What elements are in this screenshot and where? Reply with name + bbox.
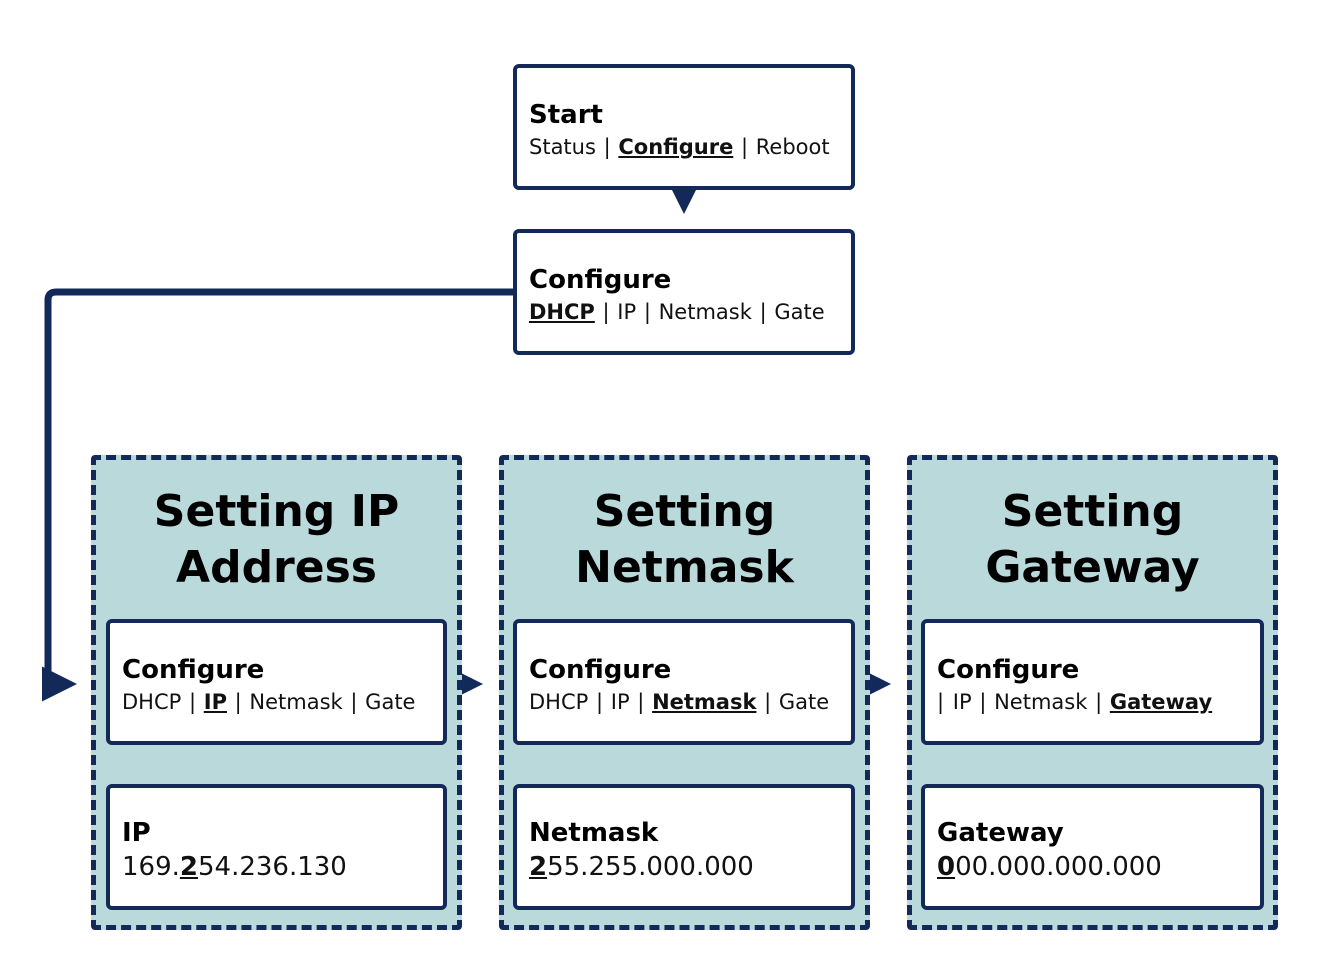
netmask-configure-menu-line: DHCP | IP | Netmask | Gate	[529, 690, 830, 714]
menu-item-ip: IP	[610, 690, 630, 714]
menu-item-dhcp: DHCP	[529, 300, 595, 324]
gateway-configure-menu-line: | IP | Netmask | Gateway	[937, 690, 1213, 714]
menu-item-ip: IP	[203, 690, 227, 714]
panel-title: Setting IP Address	[153, 486, 400, 593]
menu-item-gate: Gate	[778, 690, 830, 714]
configure-menu-line: DHCP | IP | Netmask | Gate	[529, 300, 825, 324]
menu-item-configure: Configure	[618, 135, 734, 159]
menu-item-netmask: Netmask	[658, 300, 752, 324]
start-title: Start	[529, 100, 603, 130]
netmask-value-box: Netmask 255.255.000.000	[513, 784, 855, 910]
ip-configure-title: Configure	[122, 655, 265, 685]
menu-item-netmask: Netmask	[652, 690, 757, 714]
menu-item-ip: IP	[952, 690, 972, 714]
menu-item-gate: Gate	[365, 690, 416, 714]
panel-title: Setting Gateway	[985, 486, 1200, 593]
arrow-configure-to-ip-panel	[42, 288, 514, 702]
cursor-digit: 2	[179, 852, 198, 882]
ip-value: 169.254.236.130	[122, 852, 347, 882]
start-menu-box: Start Status | Configure | Reboot	[513, 64, 855, 190]
menu-item-gate: Gate	[774, 300, 825, 324]
ip-value-title: IP	[122, 818, 151, 848]
configure-title: Configure	[529, 265, 672, 295]
cursor-digit: 2	[529, 852, 548, 882]
gateway-value: 000.000.000.000	[937, 852, 1162, 882]
gateway-configure-title: Configure	[937, 655, 1080, 685]
netmask-value-title: Netmask	[529, 818, 659, 848]
configure-menu-box: Configure DHCP | IP | Netmask | Gate	[513, 229, 855, 355]
cursor-digit: 0	[937, 852, 956, 882]
menu-item-dhcp: DHCP	[529, 690, 589, 714]
menu-item-status: Status	[529, 135, 596, 159]
netmask-value: 255.255.000.000	[529, 852, 754, 882]
menu-item-netmask: Netmask	[994, 690, 1088, 714]
menu-item-netmask: Netmask	[249, 690, 343, 714]
netmask-configure-title: Configure	[529, 655, 672, 685]
menu-item-ip: IP	[617, 300, 637, 324]
ip-configure-box: Configure DHCP | IP | Netmask | Gate	[106, 619, 447, 745]
gateway-configure-box: Configure | IP | Netmask | Gateway	[921, 619, 1264, 745]
netmask-configure-box: Configure DHCP | IP | Netmask | Gate	[513, 619, 855, 745]
menu-item-reboot: Reboot	[755, 135, 830, 159]
ip-configure-menu-line: DHCP | IP | Netmask | Gate	[122, 690, 416, 714]
start-menu-line: Status | Configure | Reboot	[529, 135, 830, 159]
ip-value-box: IP 169.254.236.130	[106, 784, 447, 910]
menu-prefix-separator: |	[937, 690, 945, 714]
gateway-value-title: Gateway	[937, 818, 1064, 848]
menu-item-gateway: Gateway	[1109, 690, 1213, 714]
menu-item-dhcp: DHCP	[122, 690, 182, 714]
panel-title: Setting Netmask	[575, 486, 794, 593]
gateway-value-box: Gateway 000.000.000.000	[921, 784, 1264, 910]
